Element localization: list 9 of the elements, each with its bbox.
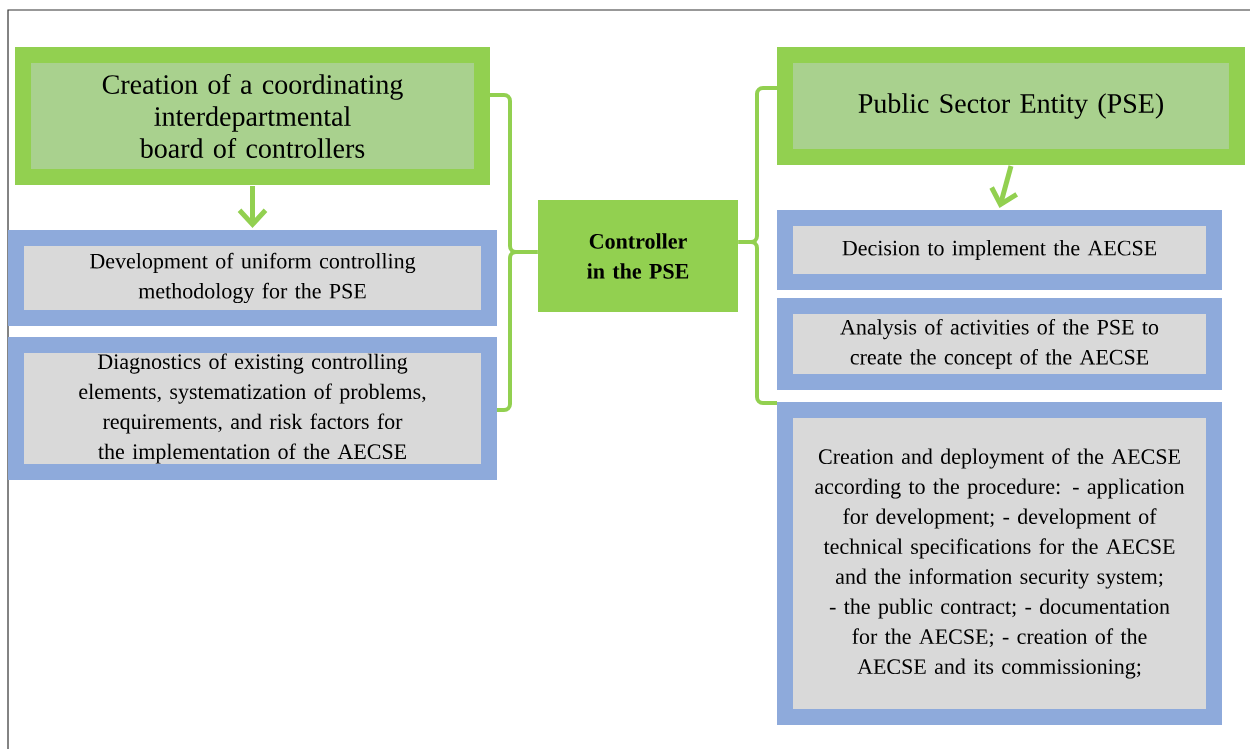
bracket-line — [497, 250, 538, 412]
process-box: Creation of a coordinating interdepartmental board of controllers — [15, 47, 490, 185]
process-box: Development of uniform controlling methodology for the PSE — [8, 230, 497, 326]
process-box: Decision to implement the AECSE — [777, 210, 1222, 290]
process-box: Creation and deployment of the AECSE according to the procedure: - application for development; - development of technical specifications for the AECSE and the information security system; - the public contract; - documentation for the AECSE; - creation of the AECSE and its commissioning; — [777, 402, 1222, 725]
process-box: Diagnostics of existing controlling elements, systematization of problems, requirements, and risk factors for the implementation of the AECSE — [8, 337, 497, 480]
center-box: Controller in the PSE — [538, 200, 738, 312]
process-box: Public Sector Entity (PSE) — [777, 47, 1245, 165]
process-box: Analysis of activities of the PSE to create the concept of the AECSE — [777, 298, 1222, 390]
